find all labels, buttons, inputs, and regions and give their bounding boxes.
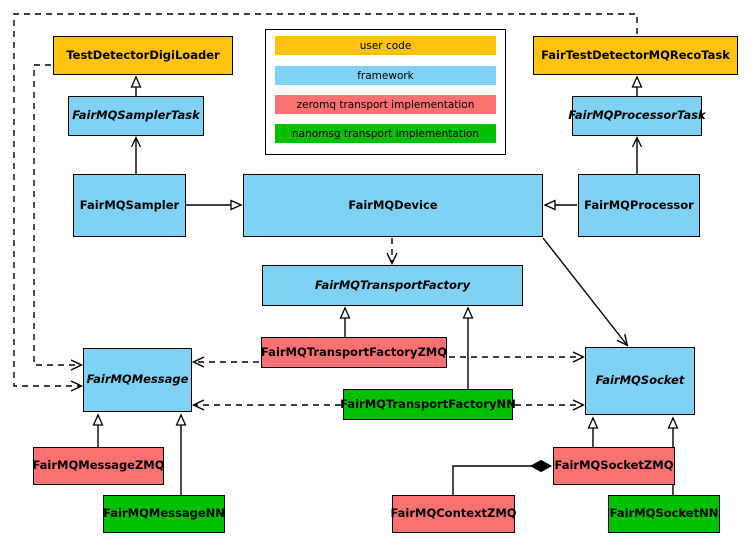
class-box-fairmq-processor[interactable]: FairMQProcessor <box>578 174 700 237</box>
rel-device-socket <box>542 237 629 347</box>
class-box-fairmq-socket[interactable]: FairMQSocket <box>585 347 695 415</box>
legend-item-user-code: user code <box>275 36 496 55</box>
rel-recotask-message <box>13 13 638 392</box>
class-box-fairmq-transport-factory-zmq[interactable]: FairMQTransportFactoryZMQ <box>261 337 447 368</box>
class-box-fair-test-detector-mq-reco-task[interactable]: FairTestDetectorMQRecoTask <box>533 36 738 75</box>
class-box-fairmq-transport-factory-nn[interactable]: FairMQTransportFactoryNN <box>340 389 516 420</box>
class-box-fairmq-context-zmq[interactable]: FairMQContextZMQ <box>390 495 517 533</box>
legend-item-nanomsg: nanomsg transport implementation <box>275 124 496 143</box>
rel-contextzmq-socketzmq <box>452 466 551 495</box>
class-box-fairmq-message[interactable]: FairMQMessage <box>83 348 192 412</box>
class-box-fairmq-device[interactable]: FairMQDevice <box>243 174 543 237</box>
class-box-test-detector-digi-loader[interactable]: TestDetectorDigiLoader <box>53 36 233 75</box>
legend-item-zeromq: zeromq transport implementation <box>275 95 496 114</box>
class-box-fairmq-sampler-task[interactable]: FairMQSamplerTask <box>68 96 204 136</box>
class-box-fairmq-sampler[interactable]: FairMQSampler <box>73 174 186 237</box>
class-box-fairmq-message-zmq[interactable]: FairMQMessageZMQ <box>32 447 165 485</box>
class-box-fairmq-message-nn[interactable]: FairMQMessageNN <box>103 495 225 533</box>
class-box-fairmq-transport-factory[interactable]: FairMQTransportFactory <box>262 265 523 306</box>
rel-digiloader-message <box>33 64 84 371</box>
class-box-fairmq-socket-nn[interactable]: FairMQSocketNN <box>608 495 720 533</box>
class-box-fairmq-processor-task[interactable]: FairMQProcessorTask <box>568 96 706 136</box>
legend-item-framework: framework <box>275 66 496 85</box>
class-box-fairmq-socket-zmq[interactable]: FairMQSocketZMQ <box>553 447 675 485</box>
